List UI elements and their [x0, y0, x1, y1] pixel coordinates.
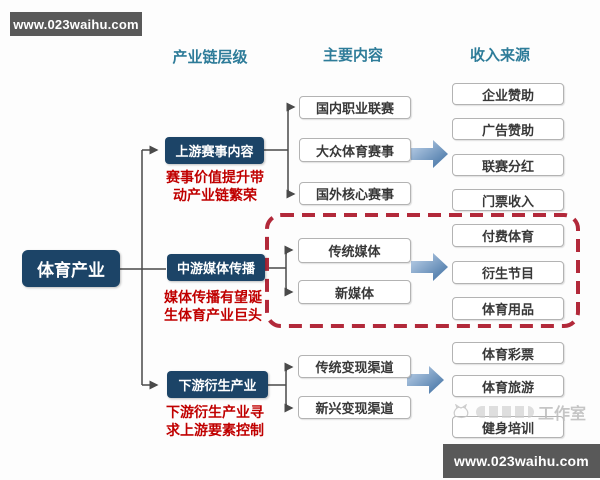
note-line: 赛事价值提升带 [166, 169, 264, 185]
content-box: 国外核心赛事 [299, 182, 411, 205]
column-header-chain-level: 产业链层级 [172, 49, 248, 66]
note-downstream: 下游衍生产业寻 求上游要素控制 [150, 403, 280, 439]
revenue-box: 广告赞助 [452, 118, 564, 140]
column-header-main-content: 主要内容 [322, 47, 383, 64]
content-box: 新媒体 [298, 280, 411, 304]
stage-downstream: 下游衍生产业 [167, 371, 268, 398]
content-box: 国内职业联赛 [299, 96, 411, 119]
watermark-label: 工作室 [538, 406, 587, 423]
revenue-box: 衍生节目 [452, 261, 564, 284]
note-midstream: 媒体传播有望诞 生体育产业巨头 [148, 288, 278, 324]
revenue-box: 联赛分红 [452, 154, 564, 176]
stage-upstream: 上游赛事内容 [165, 137, 264, 164]
flow-arrow-icon [407, 140, 448, 394]
note-line: 生体育产业巨头 [164, 307, 262, 323]
note-line: 动产业链繁荣 [173, 187, 257, 203]
root-node-sports-industry: 体育产业 [22, 250, 120, 287]
studio-logo-icon [453, 404, 469, 419]
watermark-url-top: www.023waihu.com [10, 12, 142, 36]
watermark-illegible-text [476, 406, 534, 418]
note-line: 下游衍生产业寻 [166, 404, 264, 420]
content-box: 传统变现渠道 [298, 355, 411, 378]
revenue-box: 体育用品 [452, 297, 564, 320]
content-box: 传统媒体 [298, 238, 411, 263]
note-upstream: 赛事价值提升带 动产业链繁荣 [152, 168, 278, 204]
revenue-box: 付费体育 [452, 224, 564, 247]
content-box: 大众体育赛事 [299, 138, 411, 162]
note-line: 媒体传播有望诞 [164, 289, 262, 305]
stage-midstream: 中游媒体传播 [167, 254, 265, 281]
column-header-revenue-source: 收入来源 [469, 47, 530, 64]
note-line: 求上游要素控制 [166, 422, 264, 438]
revenue-box: 体育旅游 [452, 375, 564, 397]
studio-watermark: 工作室 [452, 401, 598, 423]
revenue-box: 企业赞助 [452, 83, 564, 105]
watermark-url-bottom: www.023waihu.com [443, 444, 600, 478]
revenue-box: 健身培训 [452, 416, 564, 438]
revenue-box: 门票收入 [452, 189, 564, 211]
content-box: 新兴变现渠道 [298, 396, 411, 419]
revenue-box: 体育彩票 [452, 342, 564, 364]
